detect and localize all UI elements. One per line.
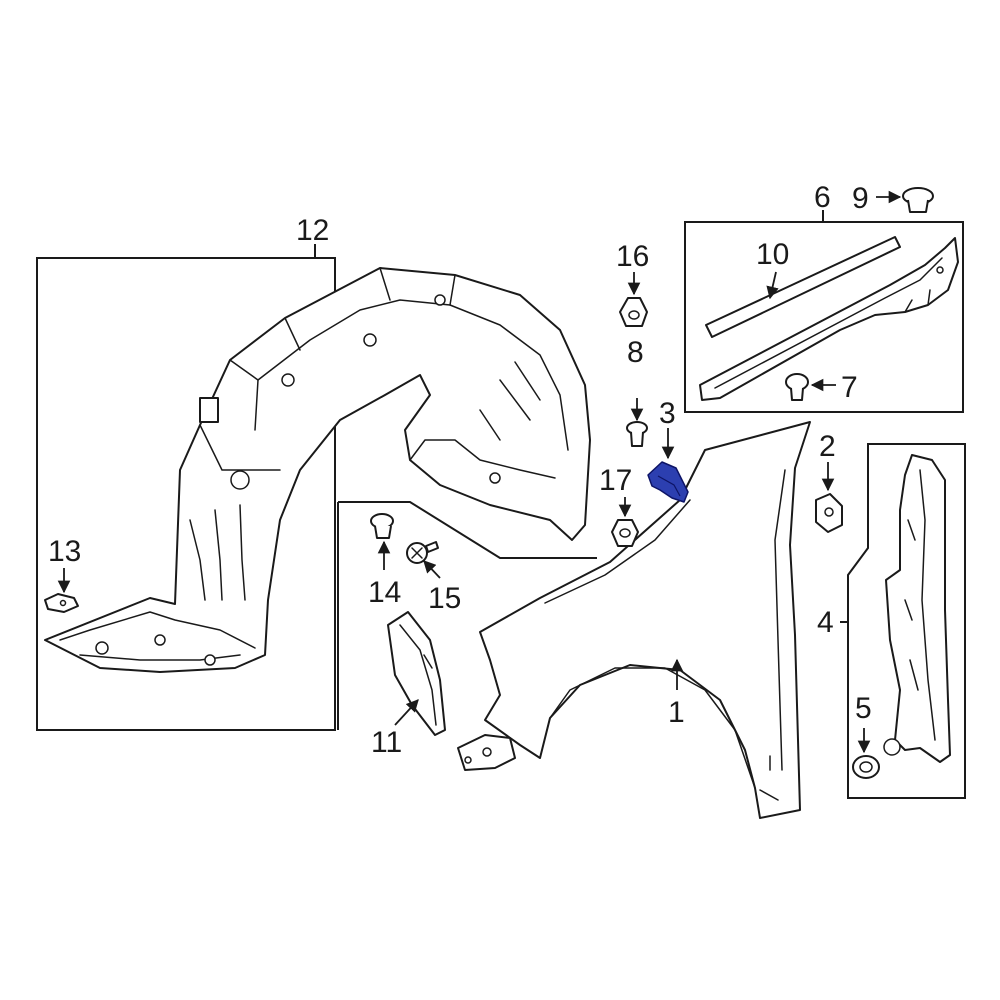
bracket-part-3-highlighted[interactable]	[647, 461, 689, 503]
callout-11: 11	[371, 726, 402, 759]
fender-seal-part-4[interactable]	[883, 454, 951, 763]
fender-bracket-part-6[interactable]	[699, 237, 959, 401]
fender-part-1[interactable]	[457, 421, 811, 819]
callout-13: 13	[48, 535, 81, 568]
leader-line-11	[394, 699, 419, 726]
callout-10: 10	[756, 238, 789, 271]
group-box-4	[847, 443, 966, 799]
callout-14: 14	[368, 576, 401, 609]
callout-12: 12	[296, 214, 329, 247]
callout-2: 2	[819, 430, 836, 463]
seal-strip-part-10[interactable]	[705, 236, 901, 338]
callout-9: 9	[852, 182, 869, 215]
push-pin-part-8[interactable]	[626, 421, 648, 447]
callout-1: 1	[668, 696, 685, 729]
callout-8: 8	[627, 336, 644, 369]
splash-shield-part-11[interactable]	[387, 611, 446, 736]
callout-16: 16	[616, 240, 649, 273]
clip-part-9[interactable]	[902, 187, 934, 213]
callout-17: 17	[599, 464, 632, 497]
leader-line-10	[766, 271, 779, 300]
grommet-part-16[interactable]	[619, 297, 648, 327]
screw-part-15[interactable]	[406, 541, 439, 564]
callout-7: 7	[841, 371, 858, 404]
clip-part-13[interactable]	[44, 593, 79, 613]
callout-15: 15	[428, 582, 461, 615]
callout-6: 6	[814, 181, 831, 214]
bracket-part-2[interactable]	[815, 493, 843, 533]
leader-line-15	[423, 560, 441, 579]
callout-5: 5	[855, 692, 872, 725]
callout-4: 4	[817, 606, 834, 639]
callout-3: 3	[659, 397, 676, 430]
fender-liner-part-12[interactable]	[44, 267, 591, 673]
group-box-11-15	[338, 501, 597, 559]
grommet-part-17[interactable]	[611, 519, 639, 547]
push-clip-part-14[interactable]	[370, 513, 394, 539]
clip-part-7[interactable]	[785, 373, 809, 401]
group-box-12	[36, 257, 336, 731]
grommet-part-5[interactable]	[852, 755, 880, 779]
